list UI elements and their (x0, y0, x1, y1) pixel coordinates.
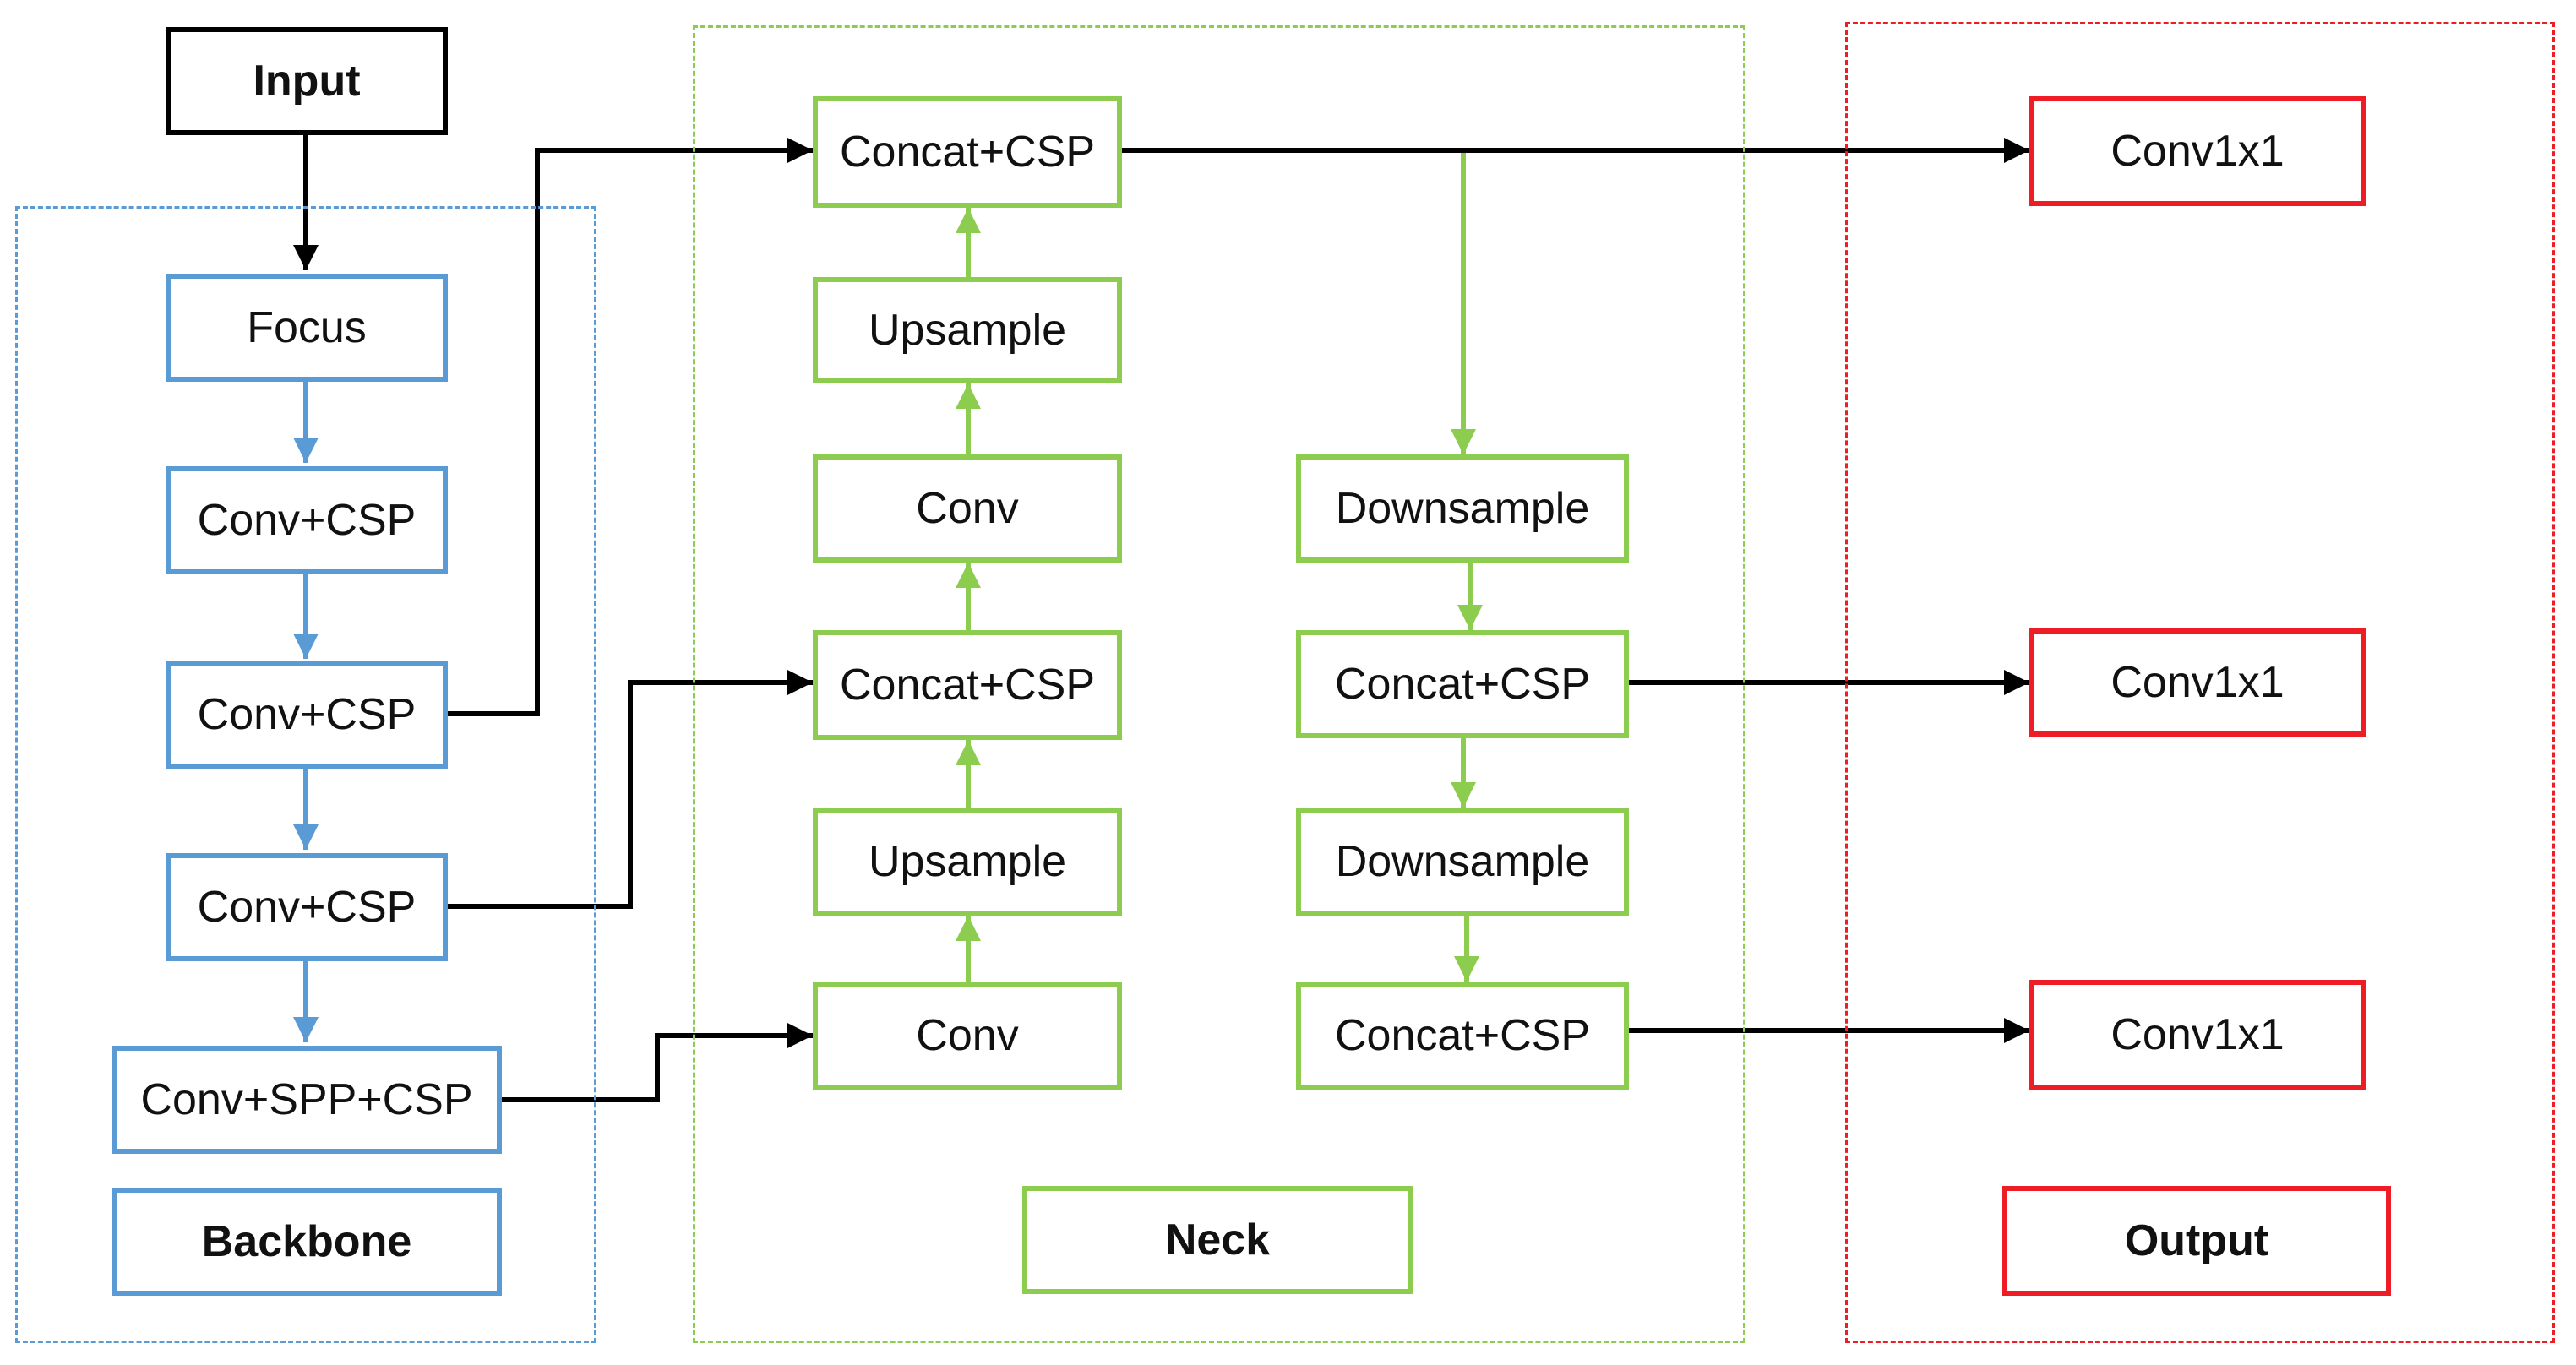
neck-conv-node-2: Conv (813, 982, 1122, 1090)
conv-csp-node-3: Conv+CSP (166, 853, 448, 961)
neck-concat-csp-top-node: Concat+CSP (813, 96, 1122, 208)
neck-region (693, 25, 1745, 1343)
neck-conv-node-1: Conv (813, 454, 1122, 563)
output-conv1x1-node-3: Conv1x1 (2029, 980, 2366, 1090)
conv-spp-csp-node: Conv+SPP+CSP (112, 1046, 502, 1154)
output-label: Output (2002, 1186, 2391, 1296)
output-region (1845, 22, 2555, 1343)
edge-conv-spp-csp-to-neck-conv-2 (502, 1023, 813, 1102)
output-conv1x1-node-2: Conv1x1 (2029, 628, 2366, 737)
backbone-label: Backbone (112, 1188, 502, 1296)
neck-downsample-node-2: Downsample (1296, 808, 1629, 916)
neck-concat-csp-right-node-1: Concat+CSP (1296, 630, 1629, 738)
input-node: Input (166, 27, 448, 135)
neck-label: Neck (1022, 1186, 1413, 1294)
backbone-region (15, 206, 596, 1343)
neck-upsample-node-2: Upsample (813, 808, 1122, 916)
focus-node: Focus (166, 274, 448, 382)
neck-concat-csp-right-node-2: Concat+CSP (1296, 982, 1629, 1090)
output-conv1x1-node-1: Conv1x1 (2029, 96, 2366, 206)
edge-conv-csp-2-to-neck-concat-csp-top (448, 138, 813, 716)
conv-csp-node-2: Conv+CSP (166, 661, 448, 769)
neck-concat-csp-mid-node: Concat+CSP (813, 630, 1122, 740)
neck-upsample-node-1: Upsample (813, 277, 1122, 383)
edge-conv-csp-3-to-neck-concat-csp-mid (448, 670, 813, 909)
conv-csp-node-1: Conv+CSP (166, 466, 448, 574)
neck-downsample-node-1: Downsample (1296, 454, 1629, 563)
